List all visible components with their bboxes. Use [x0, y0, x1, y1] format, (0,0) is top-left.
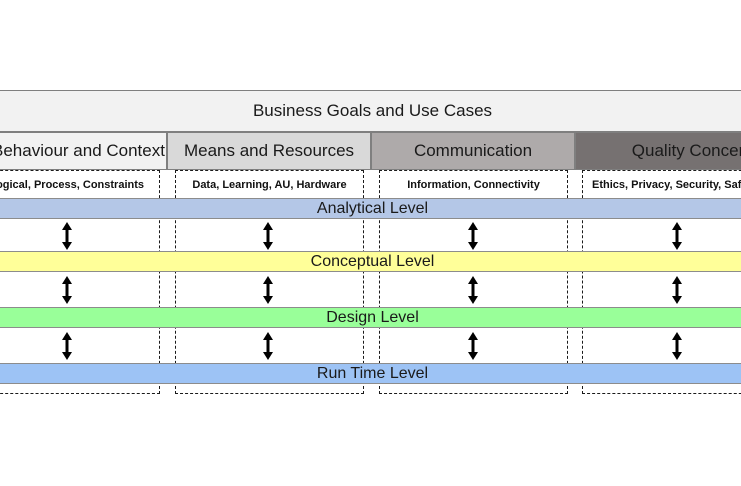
double-arrow-icon — [62, 222, 72, 250]
double-arrow-icon — [263, 332, 273, 360]
column-subtitle-behaviour: Logical, Process, Constraints — [0, 178, 144, 191]
column-box-communication — [379, 170, 568, 394]
double-arrow-icon — [468, 222, 478, 250]
level-band-design: Design Level — [0, 307, 741, 328]
double-arrow-icon — [672, 332, 682, 360]
double-arrow-icon — [62, 332, 72, 360]
double-arrow-icon — [468, 276, 478, 304]
double-arrow-icon — [672, 222, 682, 250]
column-header-behaviour-label: Behaviour and Context — [0, 141, 165, 160]
level-band-runtime: Run Time Level — [0, 363, 741, 384]
double-arrow-icon — [263, 222, 273, 250]
column-header-quality-label: Quality Concerns — [631, 141, 741, 160]
double-arrow-icon — [672, 276, 682, 304]
business-goals-label: Business Goals and Use Cases — [252, 101, 493, 120]
level-band-conceptual: Conceptual Level — [0, 251, 741, 272]
column-header-quality: Quality Concerns — [575, 132, 741, 170]
double-arrow-icon — [62, 276, 72, 304]
business-goals-bar: Business Goals and Use Cases — [0, 90, 741, 132]
column-subtitle-quality: Ethics, Privacy, Security, Safety — [592, 178, 741, 191]
column-box-means — [175, 170, 364, 394]
column-subtitle-communication: Information, Connectivity — [407, 178, 540, 191]
column-box-behaviour — [0, 170, 160, 394]
column-header-means-label: Means and Resources — [183, 141, 355, 160]
column-box-quality — [582, 170, 741, 394]
column-header-behaviour: Behaviour and Context — [0, 132, 167, 170]
column-header-communication-label: Communication — [413, 141, 533, 160]
level-band-analytical: Analytical Level — [0, 198, 741, 219]
double-arrow-icon — [263, 276, 273, 304]
column-header-means: Means and Resources — [167, 132, 371, 170]
double-arrow-icon — [468, 332, 478, 360]
column-header-communication: Communication — [371, 132, 575, 170]
column-subtitle-means: Data, Learning, AU, Hardware — [192, 178, 347, 191]
